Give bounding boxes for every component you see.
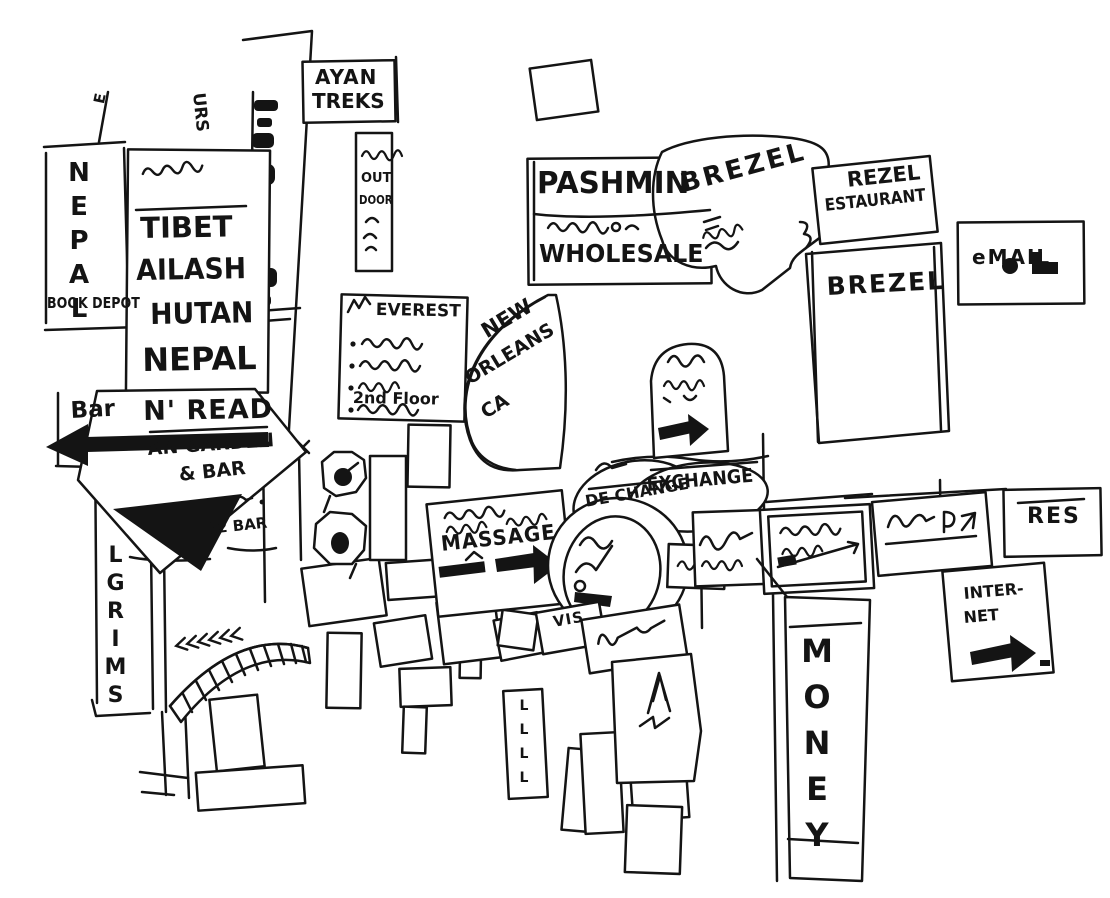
pilgrims-vertical-label: LGRIMS [103,543,128,711]
brezel-shop-title: BREZEL [825,265,946,301]
outdoor-line: DOOR [359,193,393,207]
bar-left-arrow-icon [46,424,269,466]
ayan-treks-line: TREKS [312,89,385,113]
internet-sign [941,561,1055,683]
money-changer-ovals [546,496,690,636]
awning [168,626,312,724]
ayan-treks-line: AYAN [315,65,378,89]
tibet-line: TIBET [139,209,233,245]
everest-sign-deco [346,295,424,417]
tibet-line: HUTAN [149,295,254,331]
chevrons-icon [173,626,244,653]
internet-line: NET [962,604,1000,627]
email-title: eMAIL [972,245,1052,269]
tibet-line: AILASH [135,251,247,287]
octagon-signs [312,450,368,580]
tours-vertical-label: URS [188,91,213,133]
nepal-sign-vertical-label: NEPAL [64,158,94,328]
tibet-line: NEPAL [141,339,257,379]
pilgrims-structure [90,435,307,812]
misc-squiggles [140,149,712,538]
everest-floor-note: 2nd Floor [352,388,439,409]
llll-vertical-label: LLLL [516,698,532,794]
massage-arrow-icon [438,545,559,584]
money-sign-frame [755,557,872,883]
read-diamond-title: N' READ [142,393,274,427]
brezel-banner-blob [651,134,834,295]
money-vertical-label: MONEY [798,632,836,862]
brezel-shop-sign [804,241,951,445]
res-sign-box [1002,486,1103,559]
bar-label: Bar [69,395,116,424]
pashmina-title: PASHMIN [537,169,690,199]
book-depot-label: BOOK DEPOT [47,294,140,312]
arch-sign [649,342,730,460]
email-cursor-blobs [1002,252,1058,274]
res-label: RES [1027,504,1081,529]
ayan-treks-sign-box [301,58,397,125]
up-arrow-sign [610,652,703,785]
llll-sign-box [501,687,550,801]
email-sign-box [956,220,1086,306]
everest-sign-box [337,293,469,423]
diamond-black-triangle [113,494,242,571]
brezel-restaurant-sign-box [811,154,939,246]
everest-title: EVEREST [375,300,461,322]
pashmina-subtitle: WHOLESALE [539,239,704,268]
outdoor-line: OUT [361,171,392,186]
new-orleans-fan [463,293,568,472]
scribble-signs-row [665,490,994,596]
